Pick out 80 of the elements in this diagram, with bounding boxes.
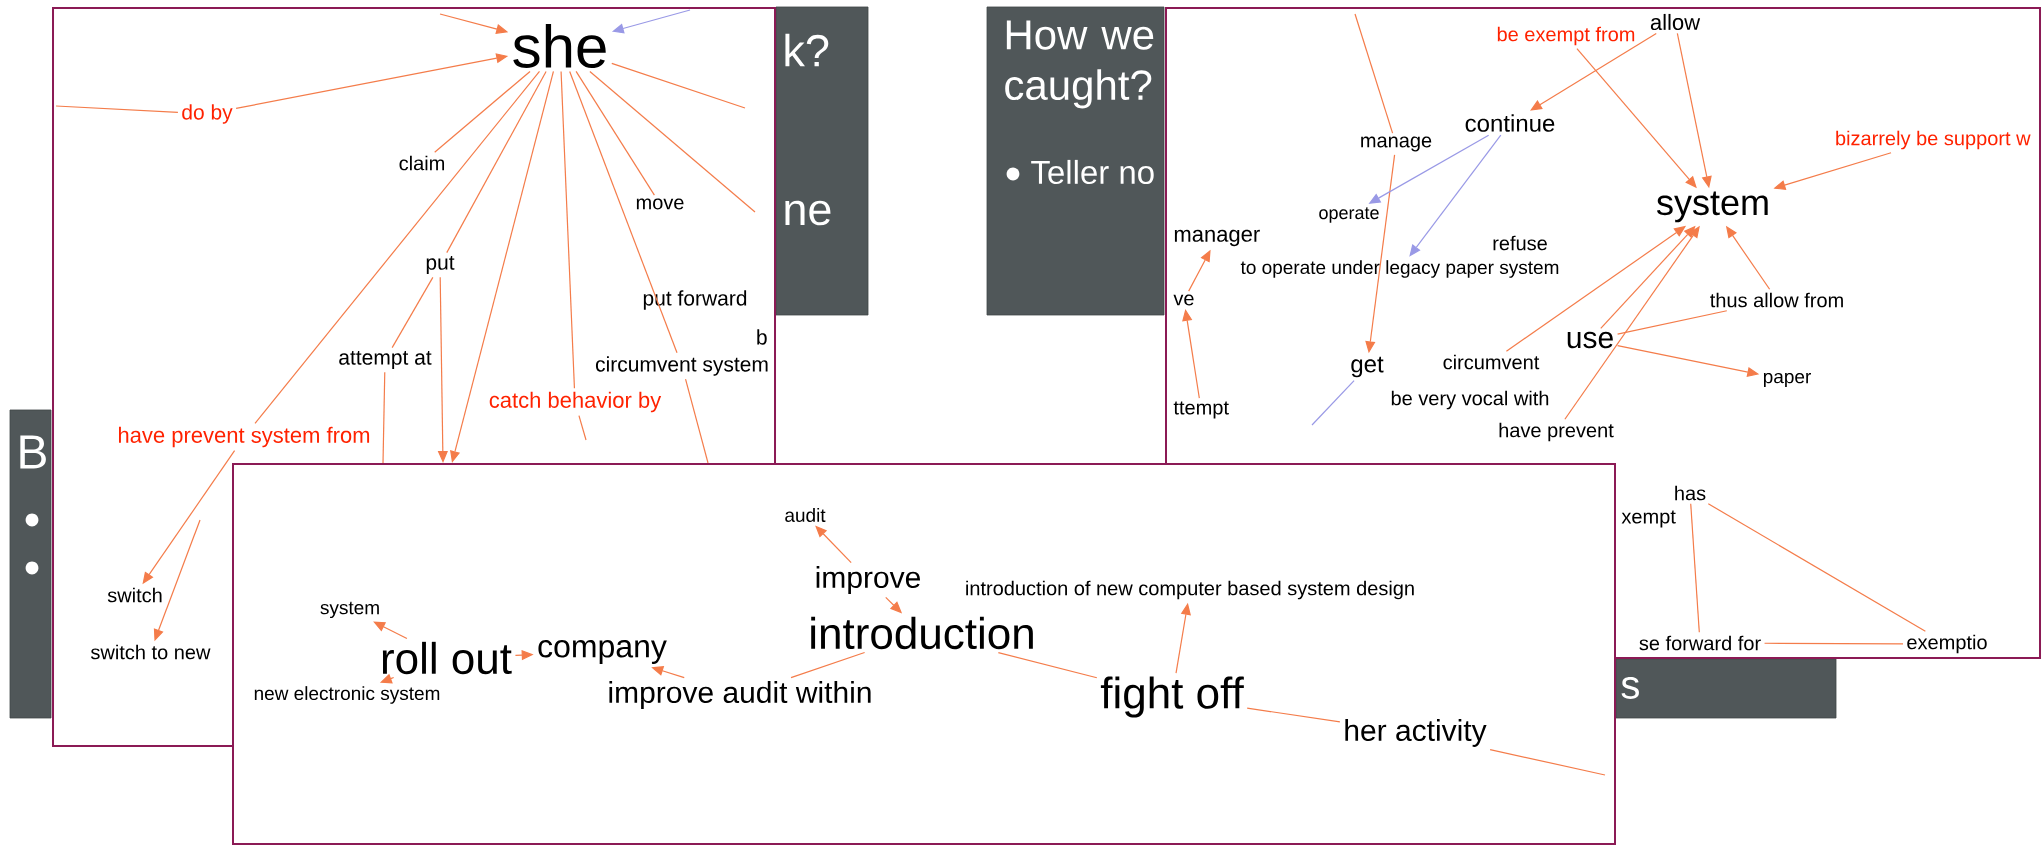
connector-line xyxy=(575,70,655,196)
arrow xyxy=(450,70,555,463)
slide: s xyxy=(1615,658,1837,719)
word-label: claim xyxy=(399,155,444,171)
word-label: ve xyxy=(1173,294,1194,306)
arrow xyxy=(815,525,852,564)
word-label: refuse xyxy=(1493,235,1547,251)
word-label: have prevent system from xyxy=(119,426,370,448)
word-label: circumvent system xyxy=(595,356,768,376)
word-label: do by xyxy=(182,104,233,124)
slide: How we caught? Teller no xyxy=(986,6,1165,316)
connector-line xyxy=(382,371,386,463)
word-label: xempt xyxy=(1621,510,1676,528)
word-label: audit xyxy=(785,508,826,522)
word-label: improve audit within xyxy=(609,681,871,709)
word-label: b xyxy=(757,329,767,345)
word-label: she xyxy=(513,23,606,69)
word-label: put forward xyxy=(643,290,747,310)
word-label: be exempt from xyxy=(1497,26,1635,46)
connector-line xyxy=(55,105,179,114)
word-label: switch xyxy=(107,587,162,603)
word-label: se forward for xyxy=(1639,635,1761,651)
connector-line xyxy=(1690,503,1700,633)
connector-line xyxy=(446,70,547,254)
word-label: paper xyxy=(1763,372,1811,388)
word-label: company xyxy=(538,640,667,664)
word-label: bizarrely be support w xyxy=(1836,130,2031,150)
arrow xyxy=(1530,32,1657,111)
connector-line xyxy=(790,651,866,679)
connector-line xyxy=(560,70,576,389)
word-label: introduction xyxy=(811,616,1033,650)
word-label: has xyxy=(1675,485,1706,501)
word-label: circumvent xyxy=(1443,354,1540,370)
word-label: allow xyxy=(1650,13,1701,31)
connector-line xyxy=(589,70,756,213)
connector-line xyxy=(1246,707,1341,723)
word-label: move xyxy=(636,198,684,210)
connector-line xyxy=(1707,503,1926,632)
slide: B xyxy=(9,409,52,719)
word-label: improve xyxy=(816,566,920,594)
connector-line xyxy=(391,276,434,349)
connector-line xyxy=(434,70,531,153)
connector-line xyxy=(1489,748,1606,776)
arrow xyxy=(1409,134,1502,257)
connector-line xyxy=(997,651,1098,679)
connector-line xyxy=(1763,642,1904,645)
connector-line xyxy=(1354,13,1394,134)
word-label: thus allow from xyxy=(1710,292,1843,308)
graph-panel xyxy=(232,463,1616,845)
word-label: have prevent xyxy=(1499,422,1614,442)
connector-line xyxy=(569,70,678,354)
word-label: to operate under legacy paper system xyxy=(1240,260,1559,278)
word-label: introduction of new computer based system design xyxy=(966,580,1414,600)
connector-line xyxy=(254,70,541,424)
word-label: manager xyxy=(1174,229,1260,247)
word-label: attempt at xyxy=(339,351,432,369)
word-label: manage xyxy=(1361,136,1432,152)
word-label: new electronic system xyxy=(254,686,440,704)
arrow xyxy=(373,621,408,640)
word-label: ttempt xyxy=(1173,401,1229,419)
word-label: operate xyxy=(1319,207,1379,223)
connector-line xyxy=(684,378,709,463)
word-label: exemptio xyxy=(1907,634,1987,654)
connector-line xyxy=(578,415,587,441)
word-label: use xyxy=(1567,331,1613,349)
word-label: switch to new xyxy=(91,644,211,660)
slide: k? ne xyxy=(775,6,869,316)
word-label: continue xyxy=(1465,114,1555,132)
word-label: roll out xyxy=(382,641,512,675)
word-label: system xyxy=(1657,191,1768,223)
connector-line xyxy=(1617,310,1728,335)
word-label: system xyxy=(320,601,379,619)
word-label: catch behavior by xyxy=(489,391,662,413)
word-label: put xyxy=(426,256,455,274)
word-label: be very vocal with xyxy=(1391,390,1549,410)
connector-line xyxy=(1311,380,1355,426)
word-label: her activity xyxy=(1345,719,1487,747)
connector-line xyxy=(611,62,746,109)
word-label: fight off xyxy=(1100,676,1244,718)
word-label: get xyxy=(1351,356,1384,378)
